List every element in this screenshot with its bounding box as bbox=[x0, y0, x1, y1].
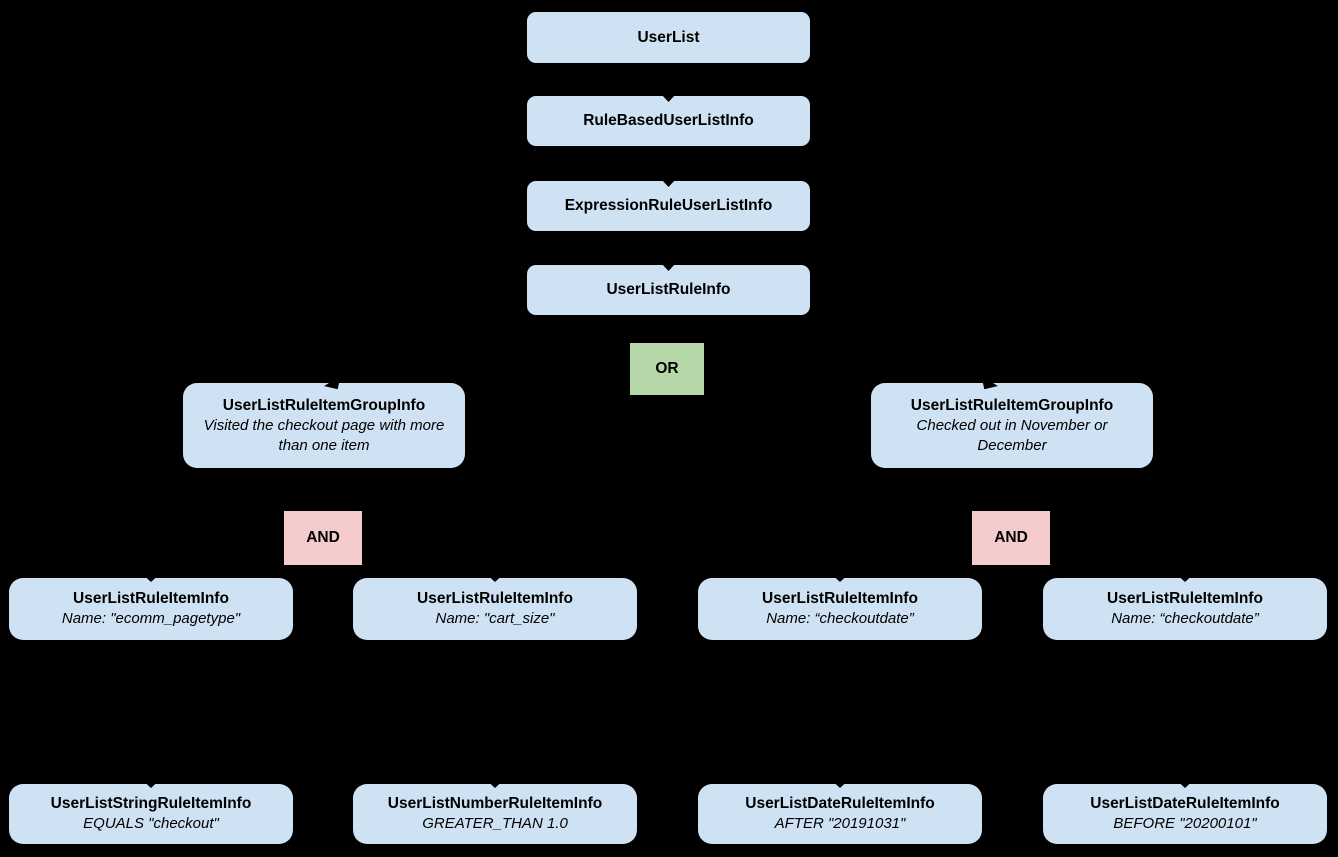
node-title: UserListNumberRuleItemInfo bbox=[387, 795, 603, 812]
and-label: AND bbox=[306, 529, 340, 546]
node-description: GREATER_THAN 1.0 bbox=[422, 815, 568, 832]
node-title: UserListDateRuleItemInfo bbox=[745, 795, 935, 812]
node-description: Name: “checkoutdate” bbox=[1111, 610, 1259, 627]
arrowhead-icon bbox=[833, 576, 847, 582]
arrowhead-icon bbox=[488, 576, 502, 582]
node-date-rule-item-before: UserListDateRuleItemInfo BEFORE "2020010… bbox=[1043, 782, 1327, 844]
node-rule-item-cart-size: UserListRuleItemInfo Name: "cart_size" bbox=[353, 576, 637, 640]
node-title: UserListRuleItemInfo bbox=[762, 590, 918, 607]
arrowhead-icon bbox=[144, 782, 158, 788]
node-description: AFTER "20191031" bbox=[774, 815, 906, 832]
node-title: UserListRuleItemInfo bbox=[73, 590, 229, 607]
arrowhead-icon bbox=[661, 263, 676, 271]
node-userlist: UserList bbox=[527, 12, 810, 63]
node-description: Name: "cart_size" bbox=[435, 610, 555, 627]
node-description: Checked out in November or December bbox=[916, 416, 1108, 454]
arrowhead-icon bbox=[488, 782, 502, 788]
node-rule-item-checkoutdate-2: UserListRuleItemInfo Name: “checkoutdate… bbox=[1043, 576, 1327, 640]
and-label: AND bbox=[994, 529, 1028, 546]
or-label: OR bbox=[655, 360, 679, 377]
arrowhead-icon bbox=[144, 576, 158, 582]
node-title: UserListRuleItemInfo bbox=[1107, 590, 1263, 607]
node-description: Visited the checkout page with more than… bbox=[203, 416, 445, 454]
node-description: Name: "ecomm_pagetype" bbox=[61, 610, 241, 627]
arrowhead-icon bbox=[661, 94, 676, 102]
node-number-rule-item: UserListNumberRuleItemInfo GREATER_THAN … bbox=[353, 782, 637, 844]
arrowhead-icon bbox=[833, 782, 847, 788]
node-rule-based-user-list-info: RuleBasedUserListInfo bbox=[527, 94, 810, 146]
node-rule-item-ecomm-pagetype: UserListRuleItemInfo Name: "ecomm_pagety… bbox=[9, 576, 293, 640]
node-description: BEFORE "20200101" bbox=[1113, 815, 1257, 832]
node-expression-rule-user-list-info: ExpressionRuleUserListInfo bbox=[527, 179, 810, 231]
arrowhead-icon bbox=[1178, 782, 1192, 788]
node-title: UserListDateRuleItemInfo bbox=[1090, 795, 1280, 812]
arrowhead-icon bbox=[976, 375, 998, 394]
node-label: ExpressionRuleUserListInfo bbox=[564, 197, 773, 214]
node-description: EQUALS "checkout" bbox=[83, 815, 219, 832]
node-label: UserListRuleInfo bbox=[606, 281, 731, 298]
or-operator: OR bbox=[630, 343, 704, 395]
arrowhead-icon bbox=[1178, 576, 1192, 582]
and-operator-left: AND bbox=[284, 511, 362, 565]
node-title: UserListRuleItemInfo bbox=[417, 590, 573, 607]
node-rule-item-group-right: UserListRuleItemGroupInfo Checked out in… bbox=[871, 383, 1153, 468]
node-rule-item-group-left: UserListRuleItemGroupInfo Visited the ch… bbox=[183, 383, 465, 468]
node-date-rule-item-after: UserListDateRuleItemInfo AFTER "20191031… bbox=[698, 782, 982, 844]
arrowhead-icon bbox=[324, 375, 346, 394]
node-title: UserListStringRuleItemInfo bbox=[50, 795, 252, 812]
node-user-list-rule-info: UserListRuleInfo bbox=[527, 263, 810, 315]
node-title: UserListRuleItemGroupInfo bbox=[910, 396, 1114, 414]
node-rule-item-checkoutdate-1: UserListRuleItemInfo Name: “checkoutdate… bbox=[698, 576, 982, 640]
node-title: UserListRuleItemGroupInfo bbox=[222, 396, 426, 414]
node-description: Name: “checkoutdate” bbox=[766, 610, 914, 627]
node-label: RuleBasedUserListInfo bbox=[583, 112, 754, 129]
arrowhead-icon bbox=[661, 179, 676, 187]
node-string-rule-item: UserListStringRuleItemInfo EQUALS "check… bbox=[9, 782, 293, 844]
node-label: UserList bbox=[637, 28, 700, 46]
and-operator-right: AND bbox=[972, 511, 1050, 565]
